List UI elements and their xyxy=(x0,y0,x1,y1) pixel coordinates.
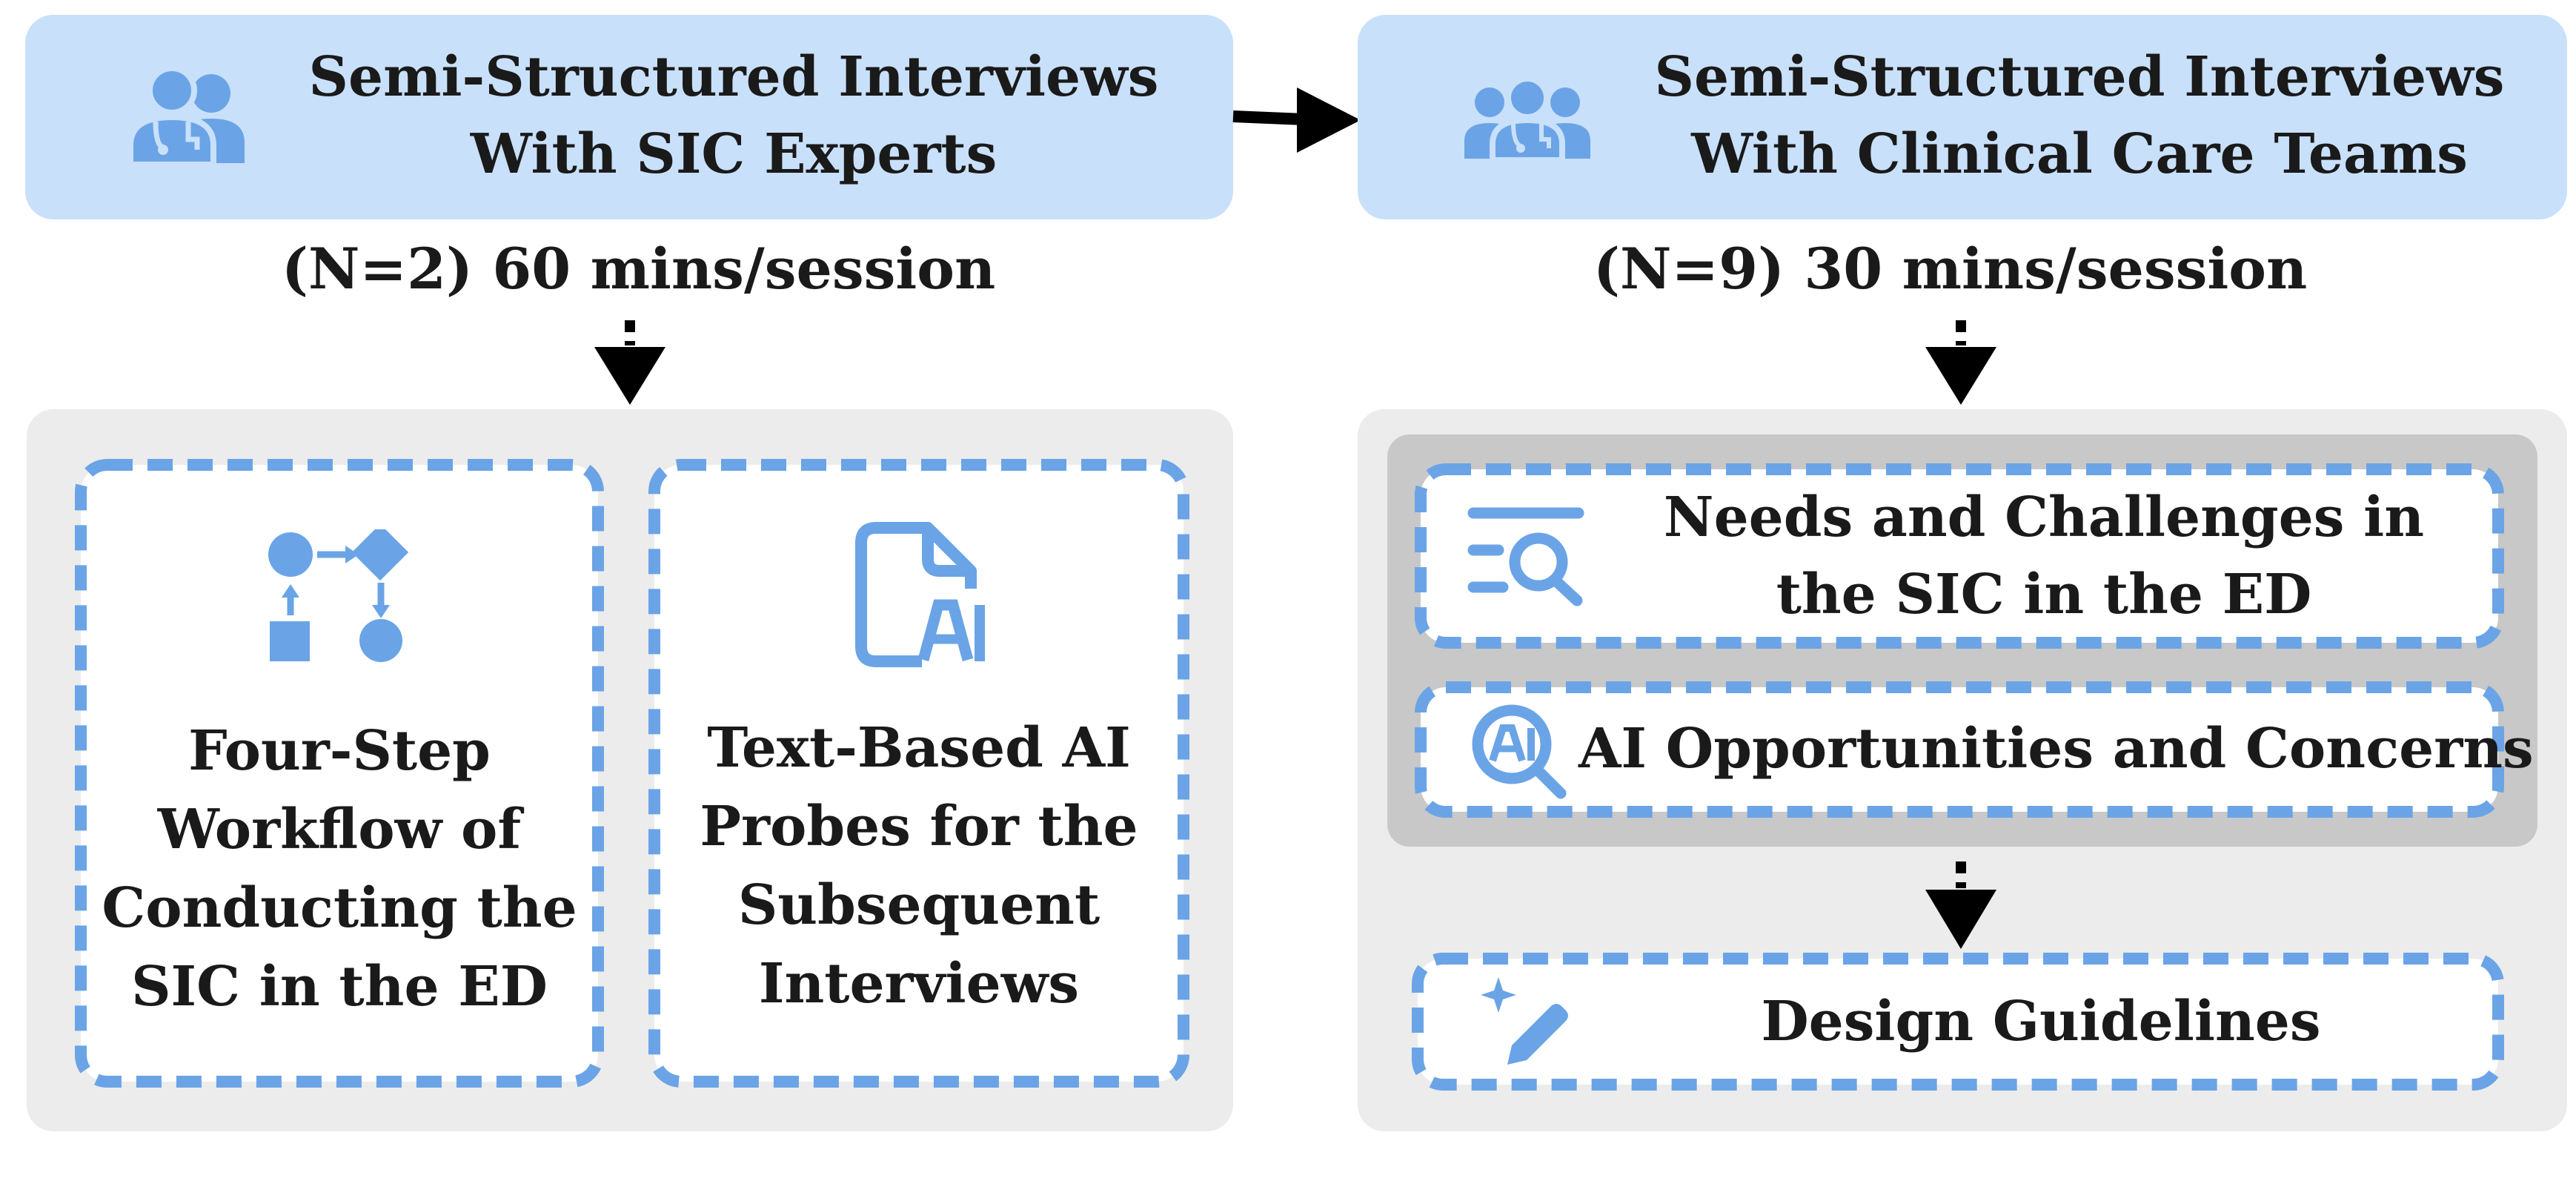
medical-team-icon xyxy=(1463,77,1592,160)
stage2-session-label: (N=9) 30 mins/session xyxy=(1593,236,2308,302)
magic-pen-icon xyxy=(1479,974,1576,1071)
stage2-header-line1: Semi-Structured Interviews xyxy=(1654,45,2505,109)
stage-connector-arrow xyxy=(1232,87,1361,153)
ai-probes-card-line: Text-Based AI xyxy=(707,716,1131,780)
design-guidelines-text: Design Guidelines xyxy=(1761,990,2321,1054)
search-list-icon xyxy=(1467,504,1586,608)
stage1-session-label: (N=2) 60 mins/session xyxy=(282,236,996,302)
ai-opportunities-box: AI Opportunities and Concerns xyxy=(1414,681,2534,818)
ai-probes-card-text: Text-Based AI Probes for the Subsequent … xyxy=(648,709,1190,1023)
ai-file-icon xyxy=(854,522,987,667)
stage2-down-arrow xyxy=(1925,320,1996,405)
ai-opportunities-text: AI Opportunities and Concerns xyxy=(1579,717,2534,781)
workflow-card-line: SIC in the ED xyxy=(131,955,548,1019)
stage1-header-line2: With SIC Experts xyxy=(470,122,997,186)
workflow-card-text: Four-Step Workflow of Conducting the SIC… xyxy=(74,712,605,1026)
workflow-card-line: Four-Step xyxy=(188,719,491,783)
ai-probes-card: Text-Based AI Probes for the Subsequent … xyxy=(648,458,1190,1088)
ai-probes-card-line: Interviews xyxy=(758,952,1080,1016)
needs-challenges-text: Needs and Challenges in the SIC in the E… xyxy=(1636,479,2451,633)
ai-search-icon xyxy=(1470,703,1567,799)
needs-challenges-line: Needs and Challenges in xyxy=(1663,486,2425,549)
medical-team-icon xyxy=(126,68,252,165)
stage1-down-arrow xyxy=(594,320,665,405)
workflow-card-line: Workflow of xyxy=(157,798,522,861)
workflow-card: Four-Step Workflow of Conducting the SIC… xyxy=(74,458,605,1088)
ai-probes-card-line: Probes for the xyxy=(700,795,1138,859)
design-guidelines-box: Design Guidelines xyxy=(1411,952,2505,1091)
stage1-header-title: Semi-Structured Interviews With SIC Expe… xyxy=(282,39,1186,193)
stage2-header-line2: With Clinical Care Teams xyxy=(1691,122,2468,186)
workflow-card-line: Conducting the xyxy=(102,876,577,940)
findings-down-arrow xyxy=(1925,861,1996,949)
stage2-header-title: Semi-Structured Interviews With Clinical… xyxy=(1620,39,2539,193)
stage1-header xyxy=(25,15,1233,219)
workflow-icon xyxy=(268,529,409,663)
stage1-header-line1: Semi-Structured Interviews xyxy=(308,45,1159,109)
needs-challenges-box: Needs and Challenges in the SIC in the E… xyxy=(1414,463,2505,649)
stage2-header xyxy=(1358,15,2567,219)
needs-challenges-line: the SIC in the ED xyxy=(1776,563,2312,626)
ai-probes-card-line: Subsequent xyxy=(737,873,1101,937)
